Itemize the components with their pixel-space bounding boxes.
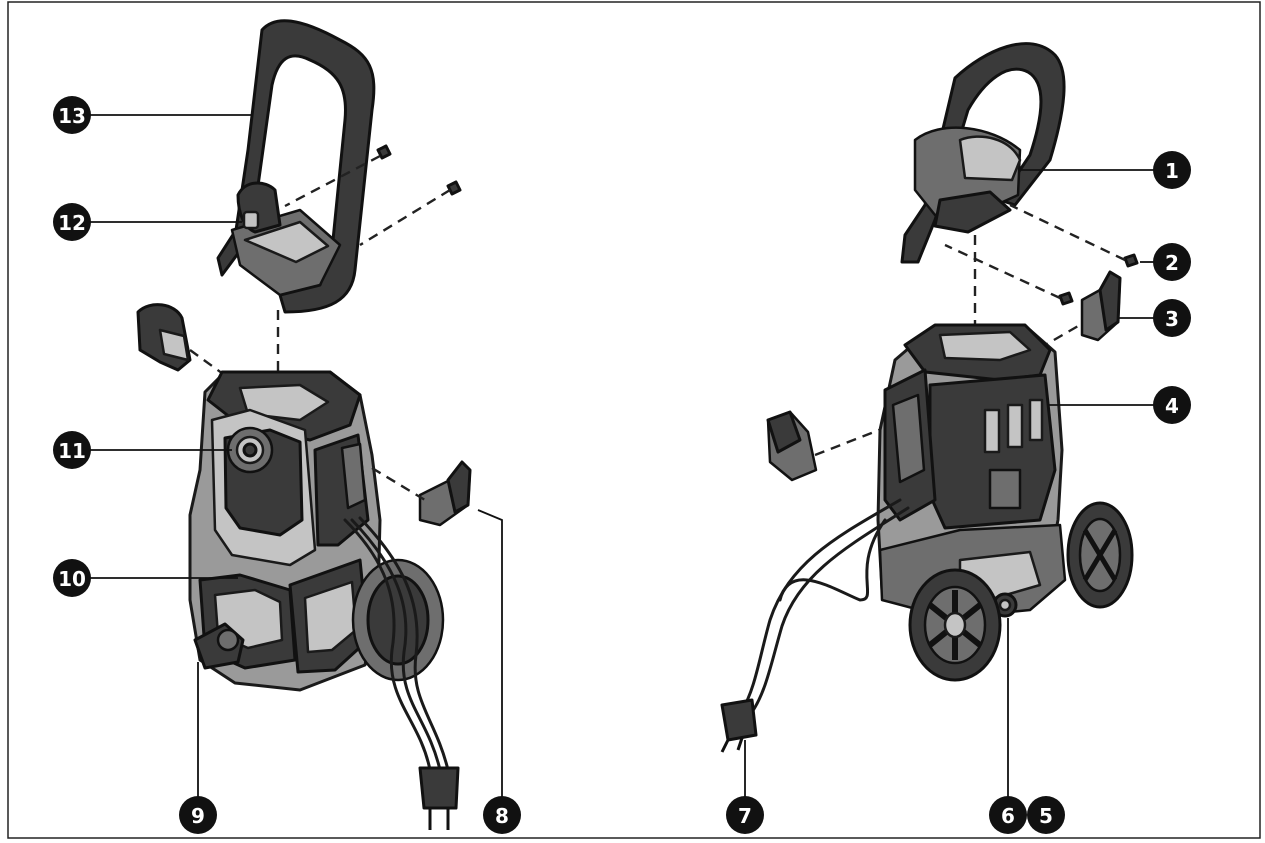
callout-10: 10 [53, 559, 91, 597]
left-handle [216, 19, 376, 314]
callout-label: 4 [1165, 394, 1179, 418]
callout-label: 8 [495, 804, 509, 828]
callout-5: 5 [1027, 796, 1065, 834]
callout-6: 6 [989, 796, 1027, 834]
callout-label: 3 [1165, 307, 1179, 331]
callout-label: 11 [58, 439, 86, 463]
callout-leader-lines [90, 114, 1155, 800]
callout-12: 12 [53, 203, 91, 241]
callout-label: 1 [1165, 159, 1179, 183]
callout-7: 7 [726, 796, 764, 834]
callout-2: 2 [1153, 243, 1191, 281]
callout-label: 13 [58, 104, 86, 128]
right-cord-hook-side [766, 410, 906, 482]
right-power-cord [720, 498, 910, 753]
callout-label: 7 [738, 804, 752, 828]
right-wheels [908, 501, 1134, 682]
callout-4: 4 [1153, 386, 1191, 424]
callout-label: 6 [1001, 804, 1015, 828]
left-main-housing [188, 370, 382, 692]
callout-8: 8 [483, 796, 521, 834]
callout-label: 10 [58, 567, 86, 591]
callout-label: 12 [58, 211, 86, 235]
right-cord-hook-top [1080, 270, 1122, 342]
figure-frame [7, 1, 1261, 839]
left-machine-front-view [136, 19, 472, 830]
right-handle [900, 42, 1066, 264]
callout-13: 13 [53, 96, 91, 134]
left-power-cord [343, 516, 460, 830]
callout-label: 5 [1039, 804, 1053, 828]
callout-label: 9 [191, 804, 205, 828]
callout-11: 11 [53, 431, 91, 469]
leader-8 [477, 509, 503, 800]
right-handle-screws [944, 203, 1139, 350]
callout-label: 2 [1165, 251, 1179, 275]
callout-9: 9 [179, 796, 217, 834]
right-machine-rear-view [720, 42, 1139, 753]
callout-3: 3 [1153, 299, 1191, 337]
callout-1: 1 [1153, 151, 1191, 189]
callout-badges: 13 12 11 10 9 8 7 6 [53, 96, 1191, 834]
left-cord-hook-side [371, 460, 472, 527]
